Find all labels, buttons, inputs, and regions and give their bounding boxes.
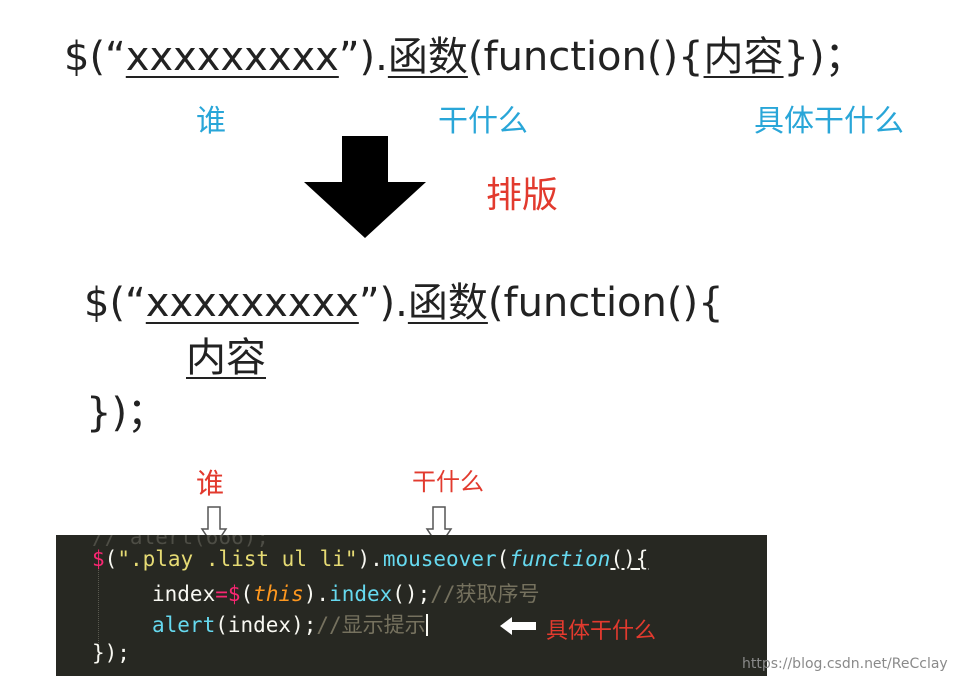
formatted-line-2: 内容	[186, 325, 266, 383]
down-arrow-icon	[304, 136, 426, 238]
code-token: ).	[303, 582, 330, 606]
code-token: $	[227, 582, 241, 606]
label-detail: 具体干什么	[754, 104, 904, 139]
formatted-line-3: })；	[86, 390, 168, 436]
function-name-placeholder: 函数	[387, 34, 468, 80]
code-line-4: });	[92, 641, 130, 665]
code-string: ".play .list ul li"	[117, 547, 358, 571]
syntax-line-top: $(“xxxxxxxxx”).函数(function(){内容})；	[64, 24, 865, 82]
function-open: (function(){	[467, 34, 704, 80]
code-token: ).	[357, 547, 383, 571]
formatted-content: 内容	[186, 335, 266, 381]
code-comment: //获取序号	[430, 582, 540, 606]
annotation-who: 谁	[196, 467, 225, 500]
dollar-open: $(“	[64, 34, 126, 80]
code-line-1: $(".play .list ul li").mouseover(functio…	[92, 547, 648, 571]
code-token: (	[104, 547, 118, 571]
code-editor-panel: // alert(666); $(".play .list ul li").mo…	[56, 535, 767, 676]
label-who: 谁	[196, 104, 226, 139]
arrow-label: 排版	[486, 175, 559, 216]
code-annotation-detail: 具体干什么	[546, 619, 657, 644]
watermark: https://blog.csdn.net/ReCclay	[742, 656, 948, 672]
code-token: (){	[610, 547, 649, 571]
code-method: index	[329, 582, 393, 606]
code-line-3: alert(index);//显示提示	[152, 609, 428, 639]
code-keyword: function	[509, 547, 611, 571]
selector-placeholder: xxxxxxxxx	[125, 34, 339, 80]
code-method: mouseover	[382, 547, 497, 571]
content-placeholder: 内容	[703, 34, 784, 80]
code-token: $	[92, 547, 105, 571]
formatted-function-name: 函数	[407, 280, 488, 326]
indent-guide	[98, 563, 100, 647]
code-operator: =	[215, 582, 228, 606]
ghost-comment-line: // alert(666);	[92, 535, 270, 549]
close-quote: ”).	[338, 34, 388, 80]
formatted-function-open: (function(){	[487, 280, 724, 326]
formatted-selector: xxxxxxxxx	[145, 280, 359, 326]
left-arrow-icon	[500, 617, 536, 635]
label-what: 干什么	[438, 104, 528, 139]
code-token: ();	[392, 582, 431, 606]
formatted-close-quote: ”).	[358, 280, 408, 326]
statement-end: })；	[783, 34, 865, 80]
code-token: (index);	[215, 613, 317, 637]
code-token: (	[240, 582, 254, 606]
code-method: alert	[152, 613, 216, 637]
code-this: this	[253, 582, 304, 606]
formatted-line-1: $(“xxxxxxxxx”).函数(function(){	[84, 270, 724, 328]
text-cursor	[425, 614, 428, 636]
code-token: index	[152, 582, 216, 606]
code-comment: //显示提示	[316, 613, 426, 637]
code-token: (	[496, 547, 510, 571]
annotation-what: 干什么	[412, 468, 484, 496]
code-line-2: index=$(this).index();//获取序号	[152, 578, 540, 608]
formatted-dollar-open: $(“	[84, 280, 146, 326]
